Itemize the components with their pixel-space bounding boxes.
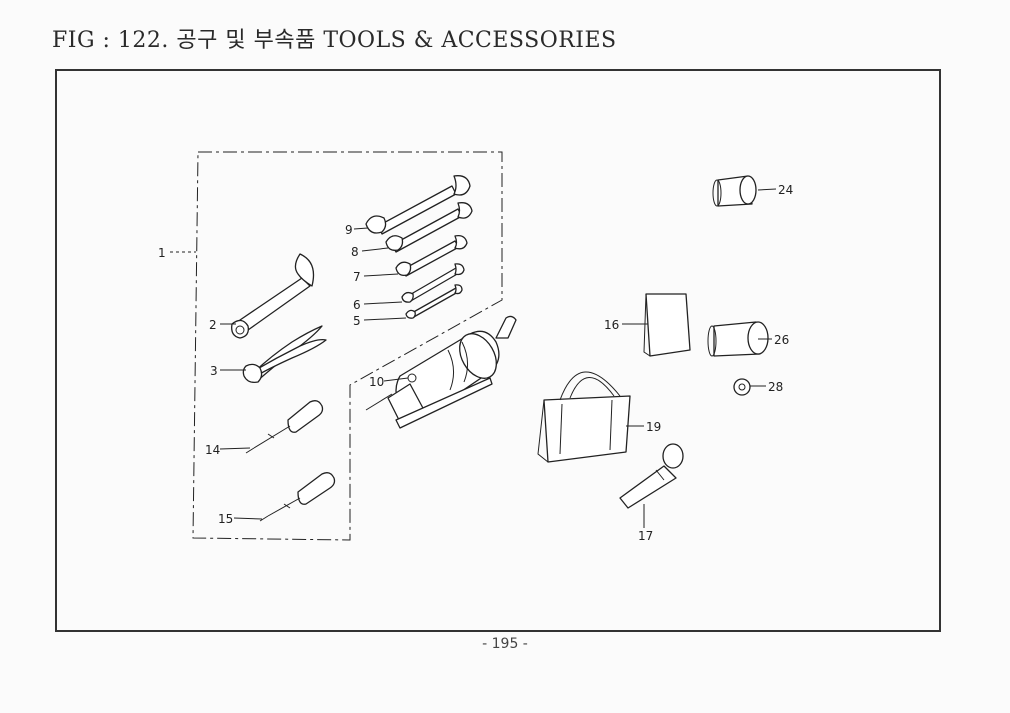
- wrench-9: [365, 175, 471, 235]
- washer-28: [733, 378, 751, 396]
- callout-16: 16: [604, 318, 619, 332]
- callout-10: 10: [369, 375, 384, 389]
- callout-7: 7: [353, 270, 361, 284]
- callout-1: 1: [158, 246, 166, 260]
- key-17: [619, 443, 684, 509]
- callout-19: 19: [646, 420, 661, 434]
- leader-6: [363, 301, 403, 305]
- leader-15: [233, 517, 263, 520]
- diagram-frame: [55, 69, 941, 632]
- leader-5: [363, 317, 407, 321]
- callout-28: 28: [768, 380, 783, 394]
- cylinder-26: [707, 321, 769, 357]
- screwdriver-14: [245, 400, 324, 454]
- callout-8: 8: [351, 245, 359, 259]
- callout-2: 2: [209, 318, 217, 332]
- callout-24: 24: [778, 183, 793, 197]
- screwdriver-15: [259, 472, 336, 522]
- leader-8: [361, 247, 389, 252]
- callout-3: 3: [210, 364, 218, 378]
- wrench-8: [385, 202, 473, 253]
- callout-26: 26: [774, 333, 789, 347]
- callout-9: 9: [345, 223, 353, 237]
- tool-bag-19: [537, 371, 631, 463]
- offset-wrench-2: [231, 253, 315, 339]
- wrench-5: [405, 284, 463, 319]
- callout-17: 17: [638, 529, 653, 543]
- wrench-7: [395, 235, 468, 277]
- manual-book-16: [643, 293, 691, 357]
- pliers-3: [242, 325, 327, 384]
- tool-kit-group-outline: [192, 151, 503, 541]
- leader-7: [363, 273, 399, 277]
- callout-6: 6: [353, 298, 361, 312]
- wrench-6: [401, 263, 465, 303]
- callout-14: 14: [205, 443, 220, 457]
- page-number: - 195 -: [482, 636, 528, 652]
- leader-10: [383, 377, 409, 382]
- cap-24: [712, 175, 757, 207]
- figure-title: FIG : 122. 공구 및 부속품 TOOLS & ACCESSORIES: [52, 28, 617, 53]
- grease-gun-10: [365, 315, 517, 429]
- callout-5: 5: [353, 314, 361, 328]
- callout-15: 15: [218, 512, 233, 526]
- leader-9: [353, 227, 369, 230]
- leader-14: [219, 447, 251, 450]
- leader-24: [757, 188, 777, 191]
